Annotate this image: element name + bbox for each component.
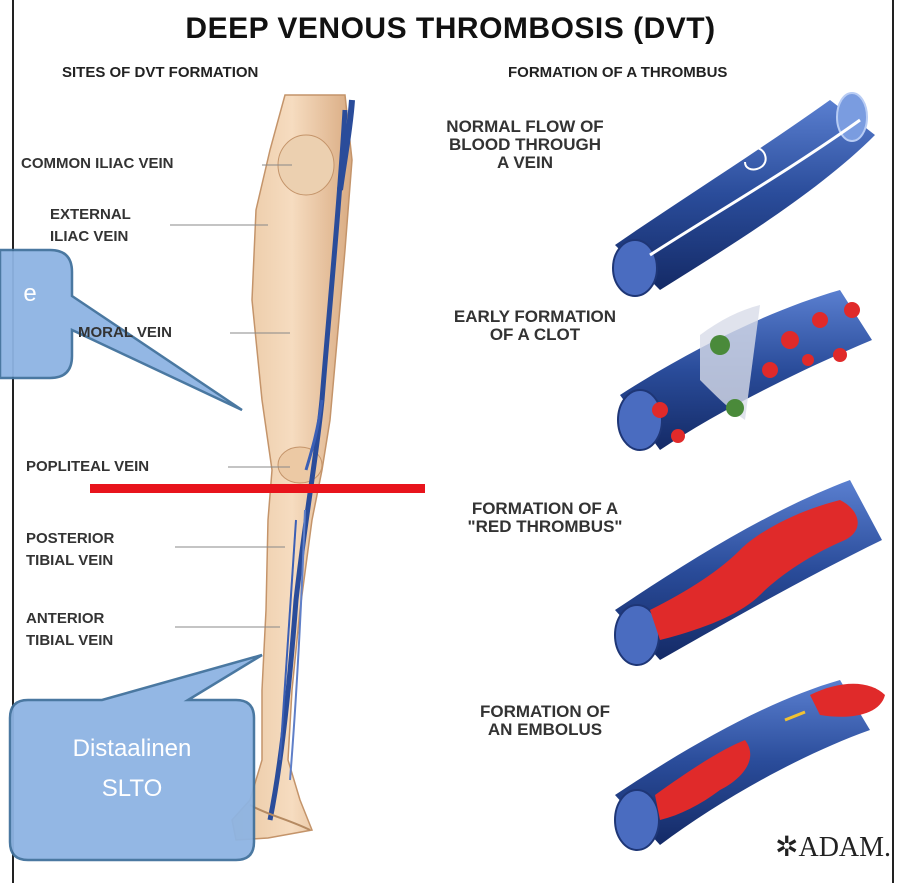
adam-logo: ✲ADAM.	[775, 830, 891, 864]
label-external-iliac-1: EXTERNAL	[50, 206, 131, 224]
label-anterior-tibial-1: ANTERIOR	[26, 610, 104, 628]
adam-logo-text: ADAM.	[798, 832, 891, 863]
callout-distal-line1: Distaalinen	[10, 735, 254, 763]
label-common-iliac-vein: COMMON ILIAC VEIN	[21, 155, 174, 173]
label-posterior-tibial-2: TIBIAL VEIN	[26, 552, 113, 570]
stage-normal-line2: BLOOD THROUGH	[415, 136, 635, 154]
callout-proximal-text: e	[0, 280, 60, 308]
adam-star-icon: ✲	[775, 832, 798, 863]
popliteal-divider-line	[90, 484, 425, 493]
label-posterior-tibial-1: POSTERIOR	[26, 530, 114, 548]
label-femoral-vein: MORAL VEIN	[78, 324, 172, 342]
stage-red-line1: FORMATION OF A	[425, 500, 665, 518]
callout-distal-line2: SLTO	[10, 775, 254, 803]
stage-early-line1: EARLY FORMATION	[420, 308, 650, 326]
stage-red-line2: "RED THROMBUS"	[425, 518, 665, 536]
stage-early-line2: OF A CLOT	[420, 326, 650, 344]
vessel-normal-flow	[613, 93, 875, 296]
stage-embolus-line2: AN EMBOLUS	[430, 721, 660, 739]
stage-normal-line3: A VEIN	[415, 154, 635, 172]
label-anterior-tibial-2: TIBIAL VEIN	[26, 632, 113, 650]
label-popliteal-vein: POPLITEAL VEIN	[26, 458, 149, 476]
vessel-early-clot	[618, 290, 872, 450]
stage-normal-line1: NORMAL FLOW OF	[415, 118, 635, 136]
stage-embolus-line1: FORMATION OF	[430, 703, 660, 721]
label-external-iliac-2: ILIAC VEIN	[50, 228, 128, 246]
